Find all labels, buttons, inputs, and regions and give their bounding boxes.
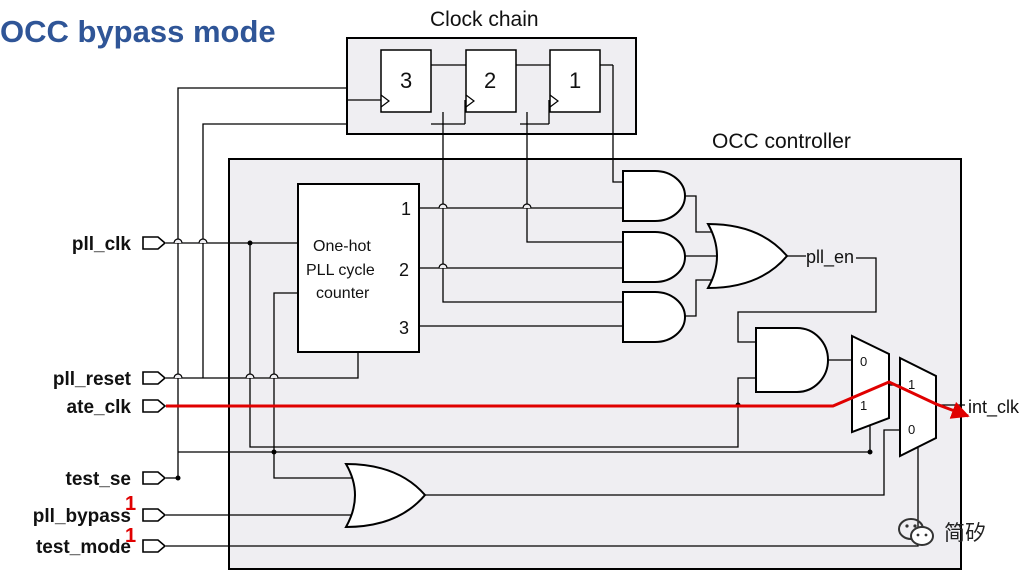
- slide-title: OCC bypass mode: [0, 14, 276, 49]
- counter-line-1: One-hot: [313, 238, 371, 255]
- counter-output-2: 2: [399, 260, 409, 280]
- port-pll-clk: [142, 236, 167, 250]
- and-gates: [622, 170, 829, 393]
- and-gate-2: [622, 231, 686, 283]
- test-mode-value: 1: [125, 525, 136, 547]
- pll-bypass-value: 1: [125, 493, 136, 515]
- mux-1-in1: 1: [860, 398, 867, 413]
- and-gate-4: [755, 327, 829, 393]
- flip-flop-1: 1: [549, 49, 601, 113]
- counter-line-3: counter: [316, 285, 370, 302]
- watermark-text: 简矽: [944, 521, 986, 545]
- or-gate-bypass: [344, 462, 427, 529]
- mux-1: 0 1: [851, 334, 890, 434]
- label-pll-clk: pll_clk: [72, 234, 132, 255]
- port-test-se: [142, 471, 167, 485]
- flip-flop-1-label: 1: [569, 68, 581, 93]
- bypass-clock-path: [166, 380, 970, 419]
- mux-2-in0: 0: [908, 422, 915, 437]
- occ-controller-label: OCC controller: [712, 130, 851, 153]
- or-gate-pll-en: [706, 222, 789, 290]
- label-pll-en: pll_en: [806, 247, 854, 268]
- port-test-mode: [142, 539, 167, 553]
- flip-flop-3: 3: [380, 49, 432, 113]
- and-gate-1: [622, 170, 686, 222]
- watermark: 简矽: [896, 516, 986, 548]
- flip-flop-2-label: 2: [484, 68, 496, 93]
- label-pll-bypass: pll_bypass: [33, 506, 131, 527]
- label-pll-reset: pll_reset: [53, 369, 132, 390]
- counter-output-1: 1: [401, 199, 411, 219]
- label-ate-clk: ate_clk: [67, 397, 132, 418]
- flip-flop-2: 2: [465, 49, 517, 113]
- counter-line-2: PLL cycle: [306, 262, 375, 279]
- label-test-mode: test_mode: [36, 537, 131, 558]
- port-pll-reset: [142, 371, 167, 385]
- label-test-se: test_se: [66, 469, 132, 490]
- mux-2: 1 0: [899, 356, 937, 458]
- input-ports: [142, 236, 167, 553]
- and-gate-3: [622, 291, 686, 343]
- wechat-icon: [898, 518, 934, 546]
- counter-output-3: 3: [399, 318, 409, 338]
- port-pll-bypass: [142, 508, 167, 522]
- label-int-clk: int_clk: [968, 397, 1020, 418]
- wire-crossings: [173, 203, 532, 379]
- mux-2-in1: 1: [908, 377, 915, 392]
- mux-1-in0: 0: [860, 354, 867, 369]
- flip-flop-3-label: 3: [400, 68, 412, 93]
- port-ate-clk: [142, 399, 167, 413]
- clock-chain-label: Clock chain: [430, 8, 539, 31]
